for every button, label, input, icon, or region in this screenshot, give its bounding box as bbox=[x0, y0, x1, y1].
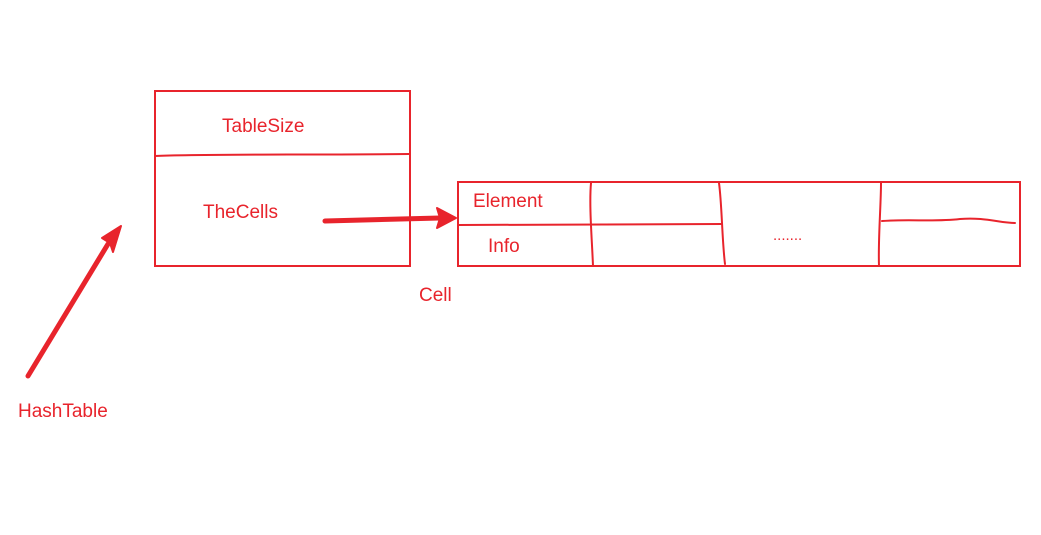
last-cell-divider bbox=[881, 217, 1016, 224]
hashtable-label: HashTable bbox=[18, 401, 108, 422]
hashtable-pointer-arrow bbox=[25, 225, 122, 379]
element-field-label: Element bbox=[473, 191, 543, 212]
first-cell-divider bbox=[458, 223, 723, 226]
ellipsis-label: ....... bbox=[773, 227, 802, 244]
hashtable-struct-box: TableSize TheCells bbox=[154, 90, 411, 267]
cells-pointer-arrow bbox=[322, 207, 457, 229]
info-field-label: Info bbox=[488, 236, 520, 257]
hashtable-pointer-shaft bbox=[25, 241, 111, 379]
cell-separator-3 bbox=[877, 182, 882, 267]
the-cells-field-label: TheCells bbox=[203, 202, 278, 223]
cells-pointer-shaft bbox=[322, 215, 443, 224]
cell-array: Element Info ....... bbox=[457, 181, 1021, 267]
hashtable-pointer-head bbox=[101, 225, 122, 253]
hashtable-field-divider bbox=[154, 153, 410, 157]
cells-pointer-head bbox=[436, 207, 457, 229]
cell-array-outline bbox=[457, 181, 1021, 267]
cell-separator-2 bbox=[718, 182, 726, 265]
cell-separator-1 bbox=[589, 182, 594, 267]
hashtable-struct-outline bbox=[154, 90, 411, 267]
table-size-field-label: TableSize bbox=[222, 116, 304, 137]
cell-label: Cell bbox=[419, 285, 452, 306]
